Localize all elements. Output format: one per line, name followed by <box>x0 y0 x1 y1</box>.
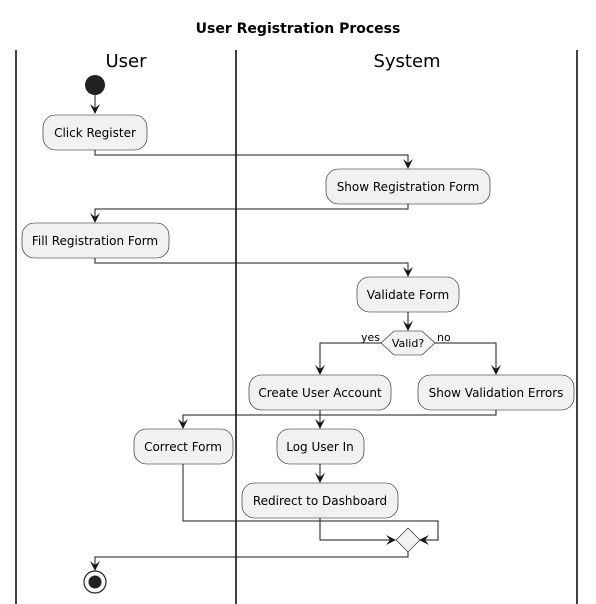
end-node <box>83 570 107 594</box>
arrowhead <box>90 561 100 571</box>
node-label: Log User In <box>286 440 354 454</box>
arrowhead <box>90 104 100 114</box>
merge-diamond <box>395 527 421 553</box>
arrowhead <box>90 213 100 223</box>
node-click-register: Click Register <box>42 114 148 151</box>
edge-errors-correct <box>182 410 497 425</box>
lane-title-user: User <box>105 51 147 72</box>
arrowhead <box>403 321 413 331</box>
node-fill-registration-form: Fill Registration Form <box>21 222 170 259</box>
edge-yes-create <box>319 342 381 371</box>
edge-no-errors <box>435 342 497 371</box>
node-log-user-in: Log User In <box>276 428 365 465</box>
arrowhead <box>315 473 325 483</box>
decision-label: Valid? <box>392 337 425 350</box>
edge-redirect-merge <box>319 518 391 541</box>
edge-correct-merge <box>182 464 439 541</box>
arrowhead <box>403 159 413 169</box>
node-correct-form: Correct Form <box>133 428 234 465</box>
arrowhead <box>491 365 501 375</box>
edges <box>90 95 501 571</box>
branch-label-yes: yes <box>361 331 380 344</box>
node-redirect-to-dashboard: Redirect to Dashboard <box>241 482 399 519</box>
arrowhead <box>315 419 325 429</box>
node-show-registration-form: Show Registration Form <box>325 168 491 205</box>
arrowhead <box>386 535 396 545</box>
start-node <box>85 75 105 95</box>
decision-diamond <box>380 330 436 356</box>
arrowhead <box>178 419 188 429</box>
node-validate-form: Validate Form <box>356 276 460 313</box>
node-label: Fill Registration Form <box>32 234 158 248</box>
edge-click-showform <box>94 150 409 165</box>
node-create-user-account: Create User Account <box>248 374 392 411</box>
node-show-validation-errors: Show Validation Errors <box>417 374 575 411</box>
node-label: Correct Form <box>144 440 222 454</box>
node-label: Show Validation Errors <box>429 386 564 400</box>
lane-title-system: System <box>373 51 440 72</box>
arrowhead <box>403 267 413 277</box>
arrowhead <box>315 365 325 375</box>
node-label: Show Registration Form <box>337 180 480 194</box>
diagram-title: User Registration Process <box>196 21 401 37</box>
decision-valid: Valid? yes no <box>361 330 451 356</box>
node-label: Validate Form <box>367 288 449 302</box>
node-label: Click Register <box>54 126 136 140</box>
node-label: Redirect to Dashboard <box>253 494 387 508</box>
branch-label-no: no <box>437 331 451 344</box>
arrowhead <box>419 535 429 545</box>
edge-merge-end <box>94 552 409 567</box>
edge-fill-validate <box>94 258 409 273</box>
node-label: Create User Account <box>258 386 382 400</box>
edge-showform-fill <box>94 204 409 219</box>
